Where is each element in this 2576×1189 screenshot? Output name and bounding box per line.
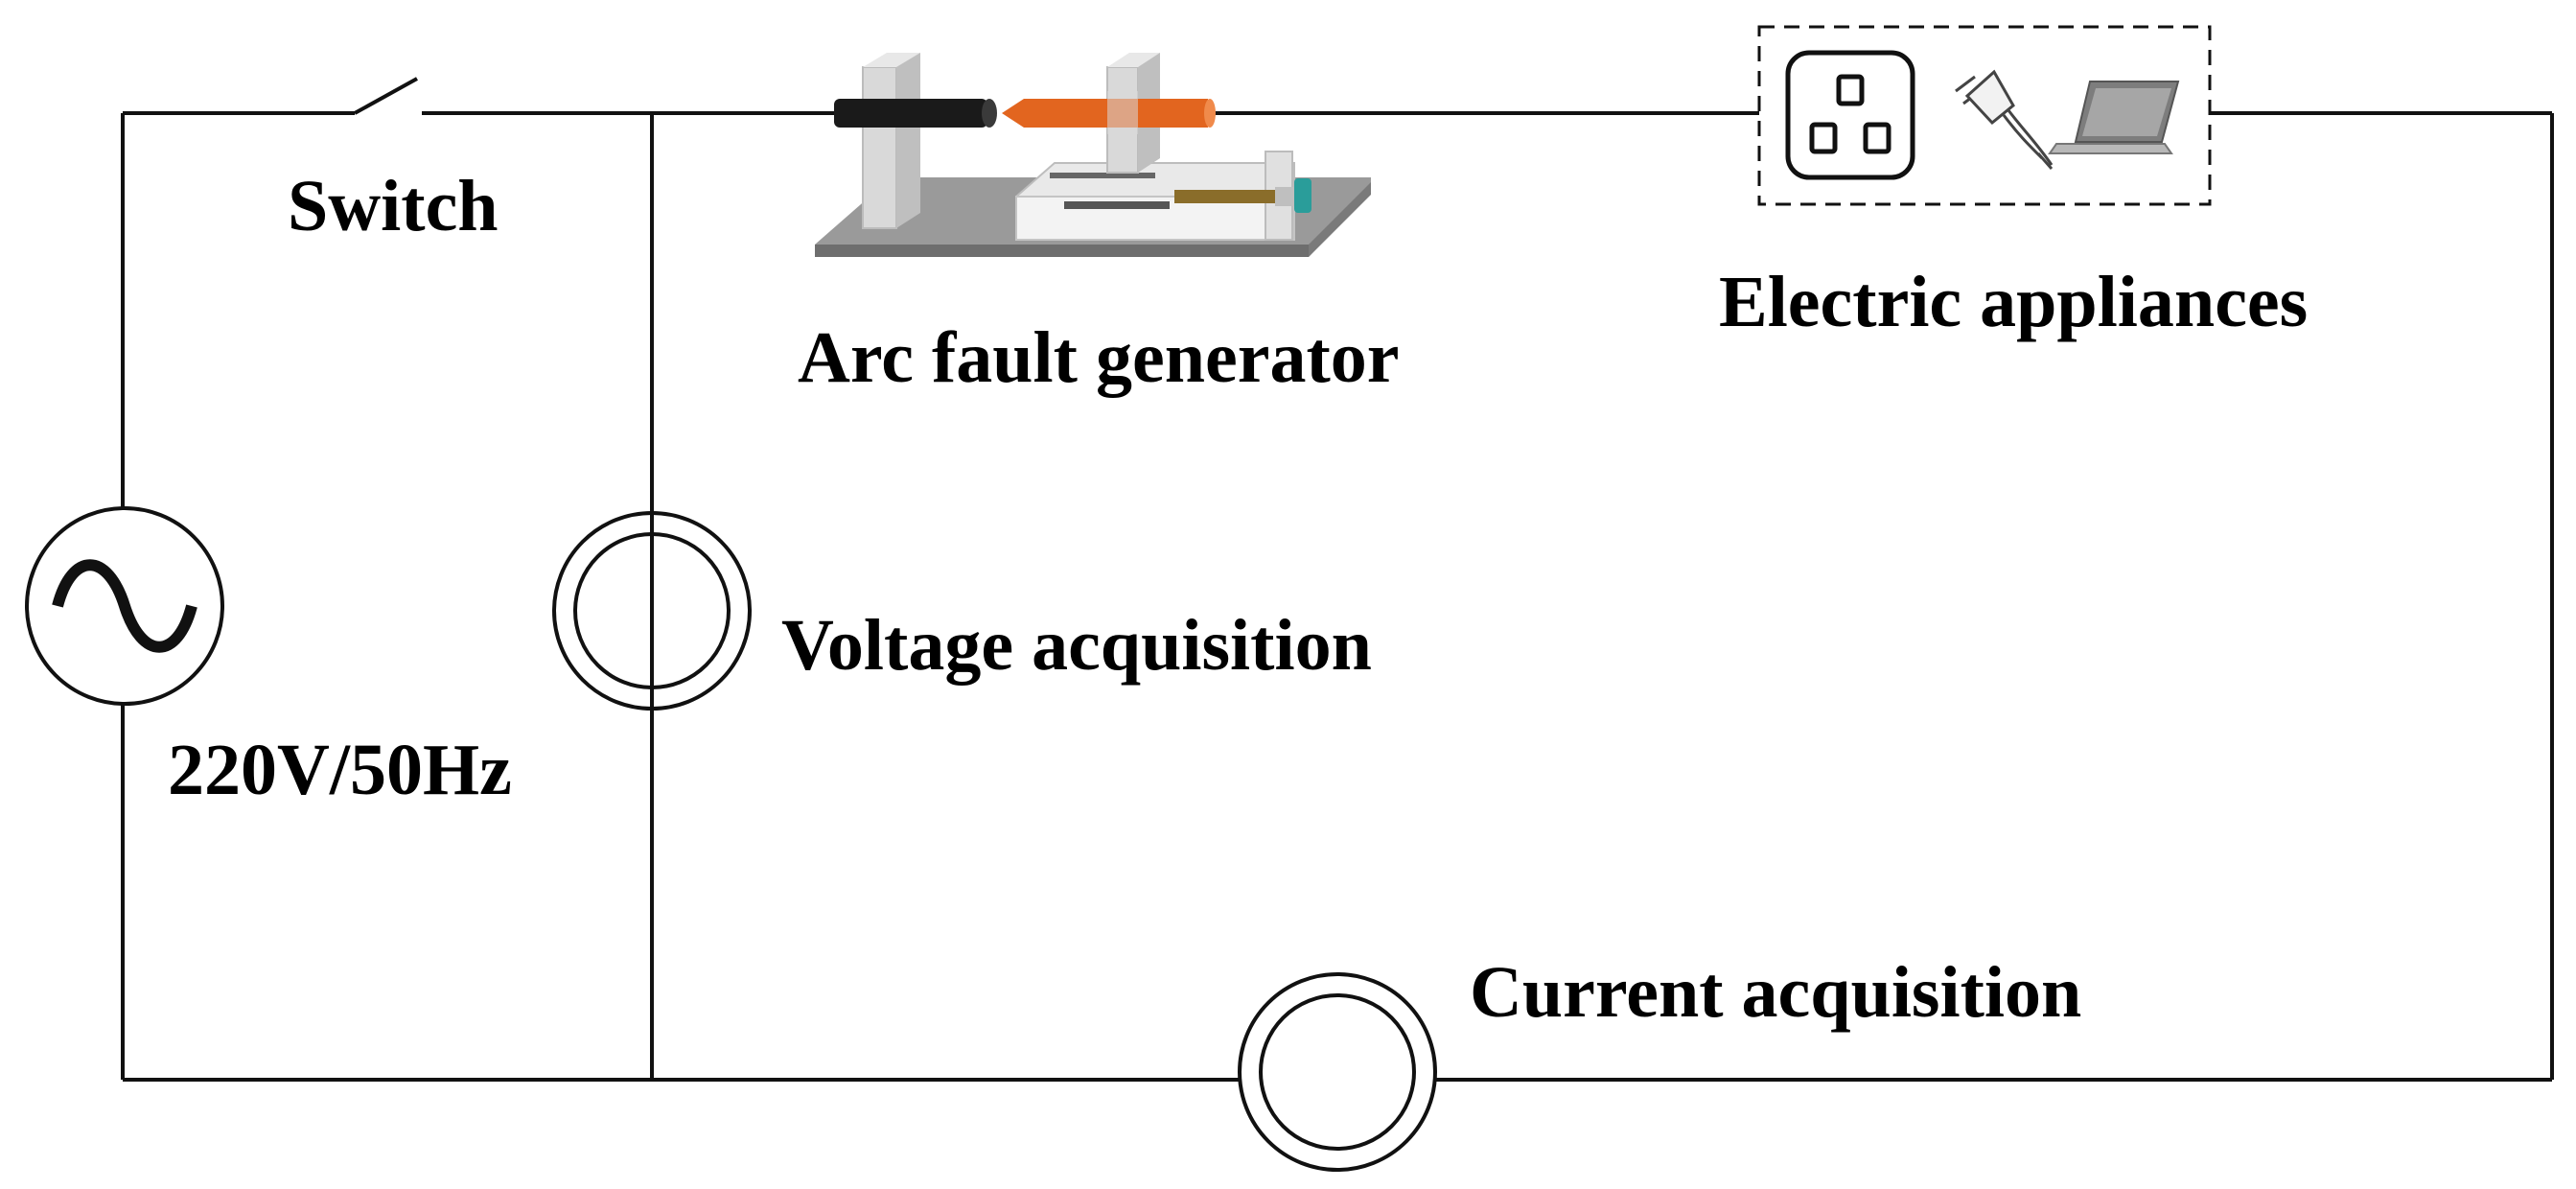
- switch-icon: [354, 77, 418, 115]
- voltage-sensor-icon: [552, 511, 752, 711]
- arc-generator-label: Arc fault generator: [798, 317, 1399, 398]
- switch-label: Switch: [288, 166, 499, 246]
- wall-socket-icon: [1785, 50, 1915, 180]
- current-label: Current acquisition: [1470, 952, 2081, 1033]
- current-sensor-icon: [1238, 972, 1437, 1172]
- laptop-icon: [2048, 81, 2180, 154]
- wires: [121, 111, 2554, 1082]
- voltage-label: Voltage acquisition: [781, 605, 1372, 686]
- appliances-group: [1757, 25, 2212, 206]
- plug-icon: [1955, 69, 2054, 170]
- ac-source-icon: [25, 506, 224, 706]
- appliances-label: Electric appliances: [1719, 262, 2308, 342]
- source-label: 220V/50Hz: [168, 730, 512, 810]
- arc-fault-generator-icon: [815, 53, 1371, 257]
